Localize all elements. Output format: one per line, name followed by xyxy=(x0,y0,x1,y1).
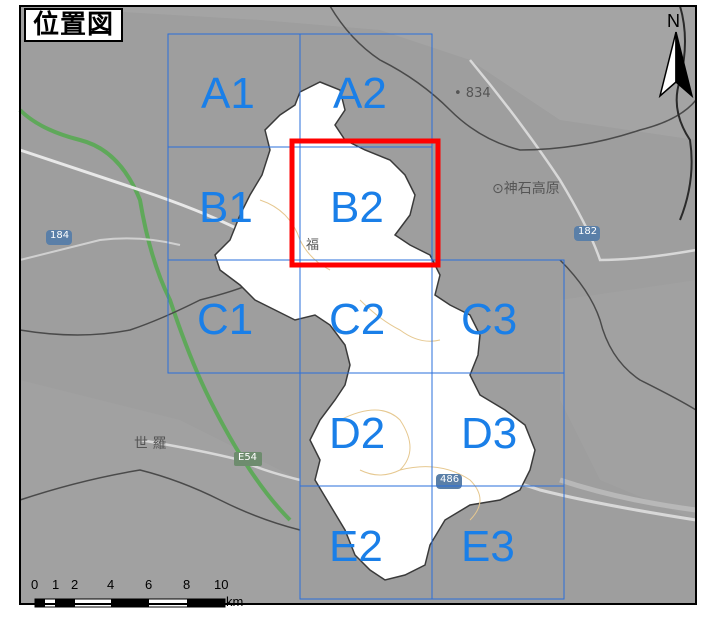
terrain-shade xyxy=(20,380,300,604)
grid-label-C3[interactable]: C3 xyxy=(461,295,518,344)
expressway-shield xyxy=(234,452,262,466)
expressway-line xyxy=(559,477,697,513)
boundary xyxy=(675,5,693,221)
place-label-fuku: 福 xyxy=(306,238,320,253)
scale-unit: km xyxy=(226,594,244,609)
boundary xyxy=(559,259,697,411)
study-area xyxy=(214,81,536,581)
grid-label-B2[interactable]: B2 xyxy=(330,183,384,232)
contour xyxy=(359,299,441,342)
river xyxy=(18,108,292,522)
map-frame xyxy=(19,5,697,605)
terrain-shade xyxy=(560,280,696,520)
grid-label-A2[interactable]: A2 xyxy=(333,69,387,118)
scale-tick: 1 xyxy=(52,577,60,592)
north-label: N xyxy=(667,11,680,31)
route-shield xyxy=(574,226,600,241)
route-182-label: 182 xyxy=(578,226,598,237)
grid-label-B1[interactable]: B1 xyxy=(199,183,253,232)
place-label-sera: 世 羅 xyxy=(134,436,167,452)
contour xyxy=(399,466,481,521)
route-shield xyxy=(436,474,462,489)
peak-elevation-label: • 834 xyxy=(454,86,491,101)
scale-tick: 2 xyxy=(71,577,79,592)
map-title: 位置図 xyxy=(24,8,123,42)
scale-tick: 10 xyxy=(214,577,229,592)
route-shield xyxy=(46,230,72,245)
grid-label-C1[interactable]: C1 xyxy=(197,295,254,344)
scale-tick: 4 xyxy=(107,577,115,592)
grid-label-E3[interactable]: E3 xyxy=(461,522,515,571)
scale-tick: 0 xyxy=(31,577,39,592)
grid-label-D3[interactable]: D3 xyxy=(461,409,518,458)
road xyxy=(469,59,697,262)
route-184-label: 184 xyxy=(50,230,70,241)
boundary xyxy=(19,469,301,531)
contour xyxy=(339,409,411,476)
place-label-kogen: ⊙神石高原 xyxy=(492,181,560,197)
road xyxy=(19,237,181,261)
index-grid xyxy=(167,33,565,600)
scale-tick: 6 xyxy=(145,577,153,592)
grid-cell-E3 xyxy=(431,485,565,600)
grid-label-C2[interactable]: C2 xyxy=(329,295,386,344)
expressway-label: E54 xyxy=(238,452,258,463)
boundary xyxy=(19,279,261,336)
grid-label-A1[interactable]: A1 xyxy=(201,69,255,118)
selected-cell-highlight xyxy=(289,138,441,268)
boundary xyxy=(329,5,697,151)
scale-tick: 8 xyxy=(183,577,191,592)
grid-label-D2[interactable]: D2 xyxy=(329,409,386,458)
terrain-shade xyxy=(20,6,696,140)
route-486-label: 486 xyxy=(440,474,460,485)
grid-label-E2[interactable]: E2 xyxy=(329,522,383,571)
north-arrow-icon xyxy=(658,31,694,99)
